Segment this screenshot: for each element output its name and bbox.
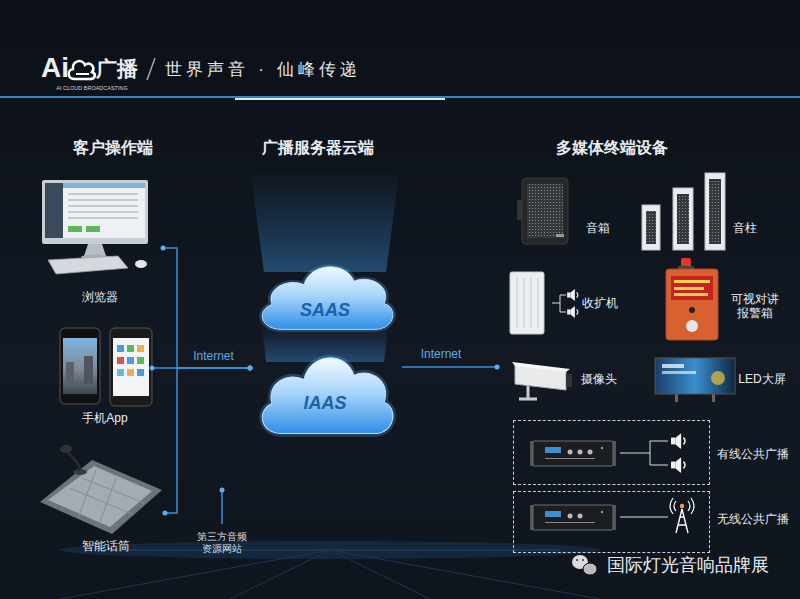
device-node: 音箱	[515, 172, 620, 252]
node-label: 可视对讲 报警箱	[728, 292, 782, 321]
node-label: IAAS	[303, 393, 346, 415]
cloud-shape	[250, 252, 400, 338]
node-label: 浏览器	[82, 290, 118, 304]
device-node: 摄像头	[505, 355, 625, 405]
alarm-box-illustration	[666, 258, 718, 340]
led-screen-illustration	[655, 358, 735, 402]
wechat-icon	[572, 555, 597, 575]
connector	[163, 366, 253, 516]
column-heading: 多媒体终端设备	[556, 138, 668, 157]
phones-illustration	[60, 328, 152, 406]
microphone-console-illustration	[40, 445, 162, 534]
watermark: 国际灯光音响品牌展	[607, 555, 769, 577]
node-label: 智能话筒	[82, 539, 130, 553]
floor-glow	[60, 541, 600, 599]
wall-speaker-illustration	[517, 178, 568, 244]
column-heading: 广播服务器云端	[262, 138, 374, 157]
link-label: Internet	[421, 347, 462, 361]
node-label: 音箱	[586, 221, 610, 235]
node-label: 有线公共广播	[717, 447, 789, 461]
cloud-light-beams	[250, 168, 400, 362]
source-note: 第三方音频 资源网站	[194, 531, 250, 555]
device-node: 浏览器	[35, 172, 163, 308]
node-label: 音柱	[733, 221, 757, 235]
node-label: 收扩机	[582, 296, 618, 310]
device-node: LED大屏	[650, 354, 792, 404]
wireless-broadcast-illustration	[530, 498, 694, 533]
wired-broadcast-illustration	[530, 433, 685, 473]
column-speakers-illustration	[642, 173, 725, 250]
logo-text: Ai	[41, 51, 69, 85]
node-label: SAAS	[300, 300, 350, 322]
cloud-shape	[250, 340, 400, 444]
receiver-amplifier-illustration	[510, 272, 578, 334]
device-node: 智能话筒	[35, 442, 165, 557]
connector	[161, 246, 253, 371]
dashed-group-box: 无线公共广播	[513, 491, 710, 553]
slogan: 世界声音 · 仙峰传递	[165, 60, 360, 80]
device-node: 手机App	[50, 322, 152, 428]
cloud-node: SAAS	[250, 252, 400, 338]
internet-link	[402, 365, 500, 370]
logo-subtitle: AI CLOUD BROADCASTING	[56, 85, 128, 92]
node-label: 无线公共广播	[717, 512, 789, 526]
device-node: 音柱	[635, 168, 775, 254]
cloud-node: IAAS	[250, 340, 400, 444]
dashed-group-box: 有线公共广播	[513, 420, 710, 485]
logo-text: 广播	[96, 56, 138, 81]
link-label: Internet	[193, 349, 234, 363]
node-label: 摄像头	[581, 372, 617, 386]
node-label: LED大屏	[738, 372, 785, 386]
logo-cloud-icon	[69, 61, 95, 79]
camera-illustration	[512, 362, 572, 399]
node-label: 手机App	[82, 411, 127, 425]
column-heading: 客户操作端	[73, 138, 153, 157]
device-node: 可视对讲 报警箱	[660, 254, 790, 344]
computer-illustration	[42, 180, 148, 274]
device-node: 收扩机	[505, 265, 630, 340]
third-party-leader	[220, 488, 225, 525]
